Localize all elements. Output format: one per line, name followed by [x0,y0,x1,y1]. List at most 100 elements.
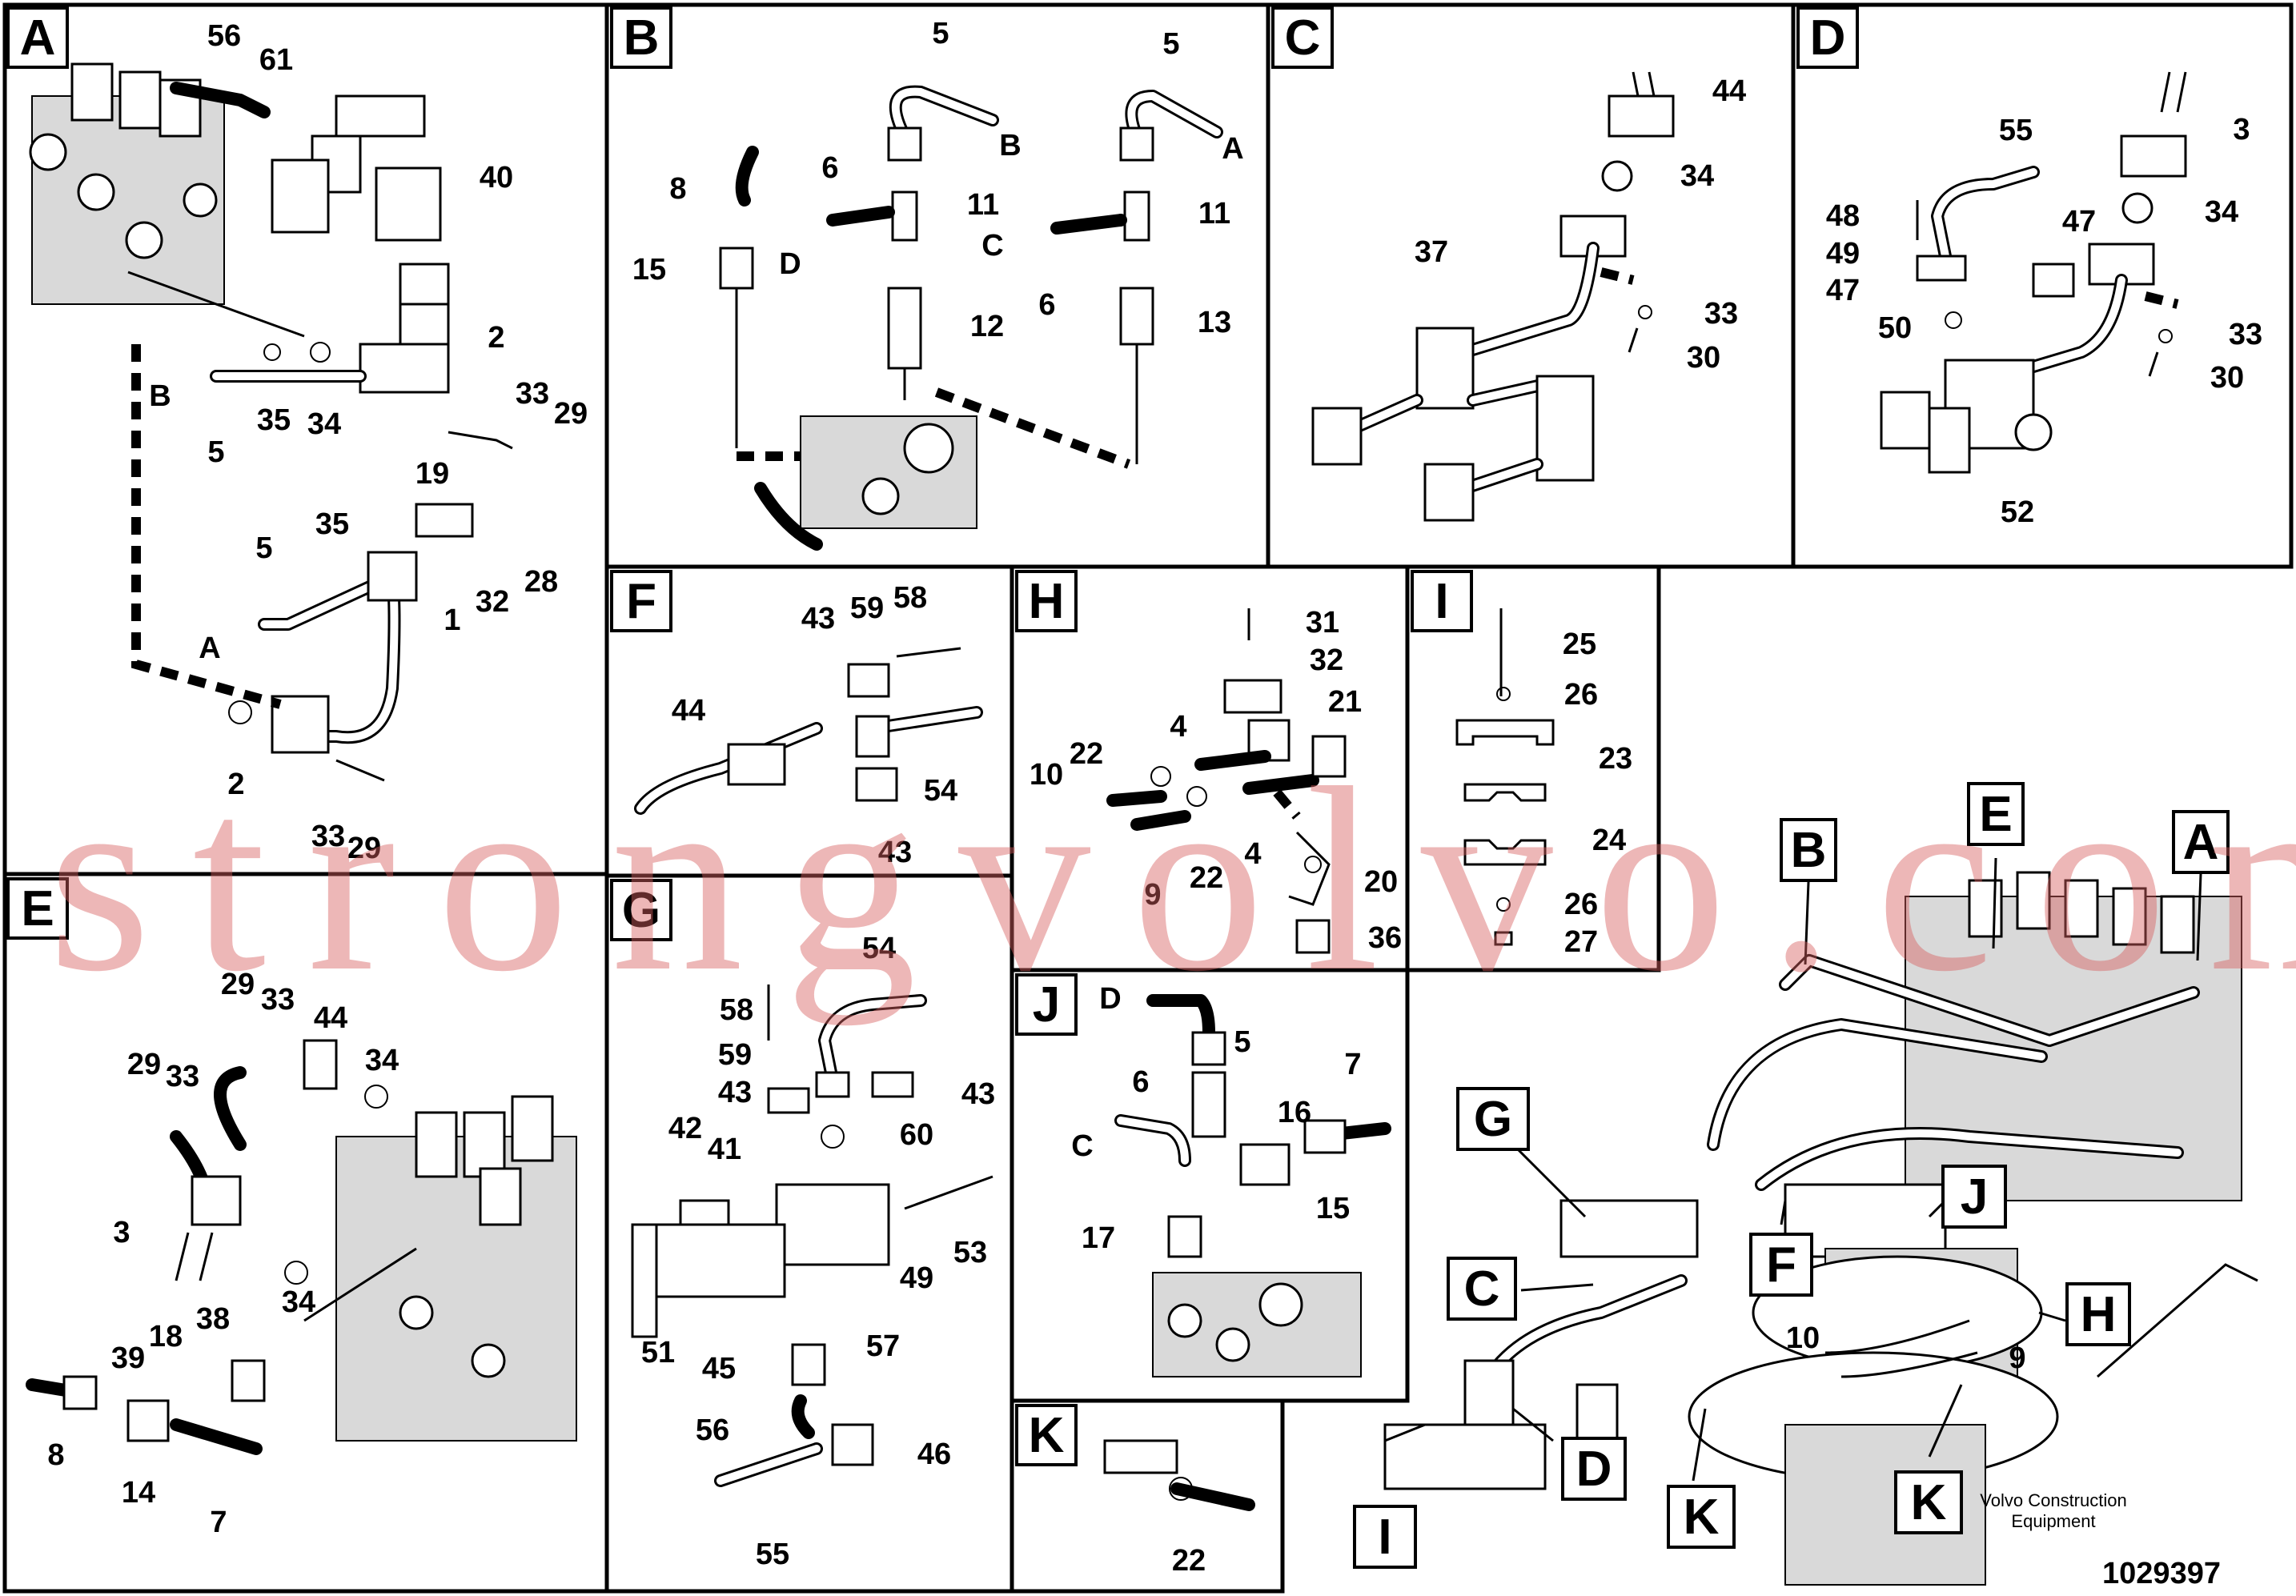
part-label: 46 [917,1438,952,1471]
part-label: 26 [1563,678,1599,712]
part-label: 49 [899,1261,934,1295]
panel-d-drawing [1880,71,2187,474]
part-label: 11 [966,188,1000,222]
panel-d-letter: D [1796,6,1859,69]
part-label: 29 [553,397,588,431]
part-label: 55 [755,1538,790,1571]
part-label: 54 [923,774,958,808]
part-label: 11 [1198,197,1231,231]
panel-a-letter: A [6,6,69,69]
part-label: D [779,247,801,281]
part-label: 30 [1686,341,1721,375]
panel-b-drawing [719,85,1223,551]
panel-e-letter: E [6,877,69,940]
part-label: B [149,379,171,413]
panel-e-drawing [26,1039,577,1455]
part-label: 4 [1170,710,1187,744]
part-label: 5 [932,17,949,50]
part-label: 41 [707,1133,742,1166]
part-label: 48 [1825,199,1860,233]
part-label: 37 [1414,235,1449,269]
part-label: 36 [1367,921,1403,955]
part-label: B [999,129,1022,162]
part-label: 45 [701,1352,737,1385]
part-label: 23 [1598,742,1633,776]
part-label: 19 [415,457,450,491]
panel-k-drawing [1103,1439,1255,1511]
panel-j-letter: J [1015,973,1078,1036]
part-label: 44 [313,1001,348,1035]
part-label: 10 [1029,758,1064,792]
panel-a-drawing [29,62,513,782]
part-label: 49 [1825,237,1860,271]
part-label: 2 [227,768,245,801]
part-label: 40 [479,161,514,194]
part-label: 33 [515,377,550,411]
part-label: 26 [1563,888,1599,921]
part-label: 56 [695,1414,730,1447]
part-label: 2 [488,321,505,355]
panel-j-drawing [1114,994,1391,1377]
part-label: 21 [1327,685,1363,719]
part-label: 31 [1305,606,1340,640]
overview-leaders [1384,857,2202,1482]
brand-line-1: Volvo Construction [1980,1490,2127,1510]
overview-callout-e: E [1967,782,2025,846]
part-label: 43 [717,1076,753,1109]
part-label: 43 [877,836,913,869]
part-label: 47 [2061,205,2097,239]
overview-callout-c: C [1447,1257,1517,1321]
panel-b-letter: B [610,6,672,69]
part-label: 15 [632,253,667,287]
overview-callout-k: K [1667,1485,1736,1549]
part-label: D [1099,982,1122,1016]
part-label: 9 [1144,878,1162,912]
part-label: 20 [1363,865,1399,899]
panel-k-letter: K [1015,1404,1078,1466]
part-label: 7 [1344,1048,1362,1081]
overview-part-label: 10 [1785,1321,1820,1355]
part-label: 34 [2204,195,2239,229]
part-label: 4 [1244,837,1262,871]
part-label: 32 [1309,644,1344,677]
part-label: 27 [1563,925,1599,959]
overview-drawing [1383,871,2258,1586]
part-label: 43 [961,1077,996,1111]
part-label: 47 [1825,274,1860,307]
part-label: 34 [364,1044,399,1077]
overview-callout-k: K [1894,1470,1963,1534]
part-label: 25 [1562,628,1597,661]
part-label: 54 [861,932,897,965]
overview-part-label: 9 [2009,1341,2026,1375]
part-label: 29 [220,968,255,1001]
panel-g-letter: G [610,879,672,941]
part-label: 5 [1162,27,1180,61]
overview-callout-b: B [1780,818,1837,882]
part-label: 13 [1197,306,1232,339]
part-label: 59 [717,1038,753,1072]
part-label: 22 [1189,861,1224,895]
part-label: 39 [110,1341,146,1375]
part-label: 29 [347,832,382,865]
part-label: C [981,229,1004,263]
overview-callout-d: D [1561,1437,1627,1501]
brand-text: Volvo Construction Equipment [1980,1490,2126,1533]
part-label: 51 [640,1336,676,1369]
part-label: 56 [207,19,242,53]
part-label: 50 [1877,311,1913,345]
part-label: 6 [1038,288,1056,322]
part-label: 6 [821,151,839,185]
part-label: 38 [195,1302,231,1336]
part-label: 22 [1171,1544,1206,1578]
panel-h-drawing [1106,608,1347,954]
part-label: 5 [207,435,225,469]
part-label: 30 [2210,361,2245,395]
part-label: 18 [148,1320,183,1353]
panel-g-drawing [631,984,993,1487]
part-label: 24 [1592,824,1627,857]
part-label: 34 [307,407,342,441]
part-label: 35 [315,507,350,541]
part-label: 17 [1081,1221,1116,1255]
